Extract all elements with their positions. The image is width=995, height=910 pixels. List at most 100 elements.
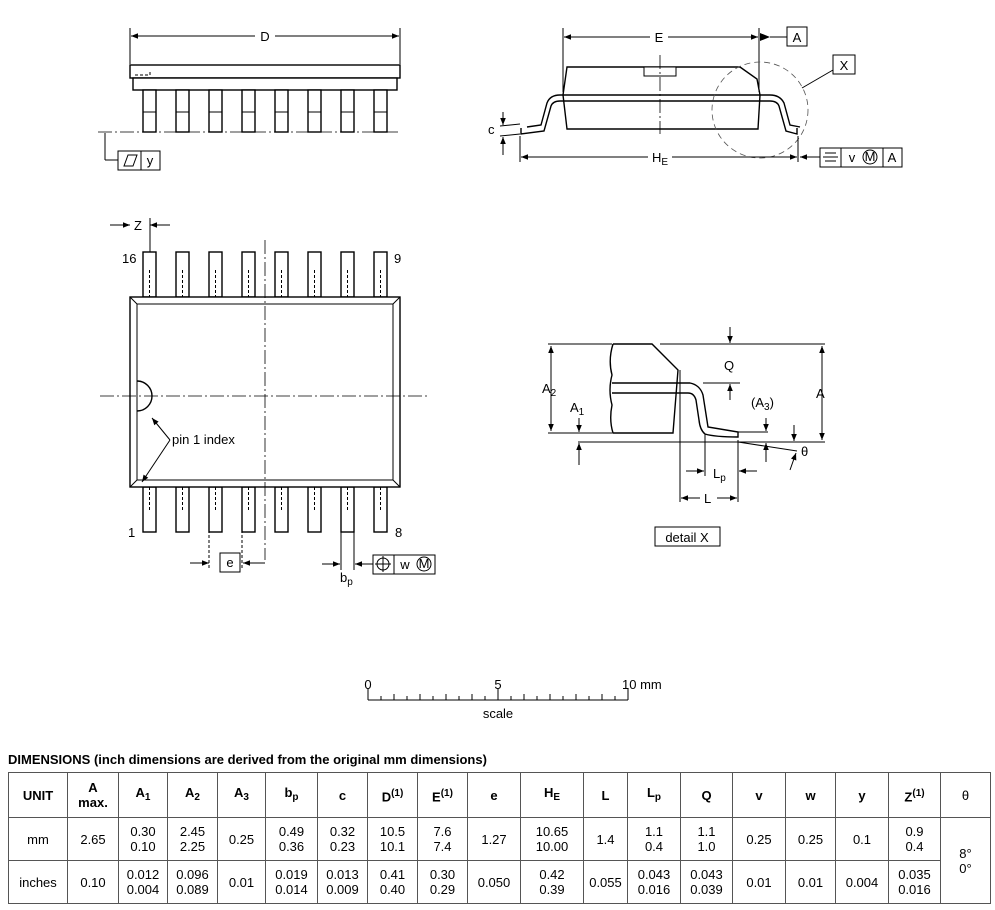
svg-text:9: 9 (394, 251, 401, 266)
svg-text:8: 8 (395, 525, 402, 540)
svg-text:v: v (849, 150, 856, 165)
value-cell: 1.4 (583, 817, 628, 861)
column-header: A3 (217, 772, 266, 818)
value-cell: 0.01 (217, 860, 266, 904)
flatness-icon (123, 154, 138, 167)
svg-text:Lp: Lp (713, 466, 726, 484)
side-lead (241, 89, 256, 133)
theta-cell: 8°0° (940, 817, 991, 904)
flatness-tolerance-frame: y (117, 150, 161, 171)
value-cell: 0.004 (835, 860, 889, 904)
value-cell: 0.050 (467, 860, 521, 904)
column-header: w (785, 772, 836, 818)
datum-A-label: A (793, 30, 802, 45)
dim-bp-label: bp (340, 570, 353, 588)
column-header: L (583, 772, 628, 818)
column-header: D(1) (367, 772, 418, 818)
side-lead (175, 89, 190, 133)
unit-cell: inches (8, 860, 68, 904)
svg-text:16: 16 (122, 251, 136, 266)
svg-text:(A3): (A3) (751, 395, 774, 413)
svg-text:5: 5 (494, 677, 501, 692)
side-lead (142, 89, 157, 133)
column-header: A2 (167, 772, 218, 818)
svg-text:A2: A2 (542, 381, 557, 399)
value-cell: 1.27 (467, 817, 521, 861)
end-view: E A X HE v M A c (488, 26, 903, 168)
value-cell: 0.01 (732, 860, 786, 904)
side-lead (340, 89, 355, 133)
symmetry-tolerance-frame: v M A (819, 147, 903, 168)
svg-text:θ: θ (801, 444, 808, 459)
side-lead (208, 89, 223, 133)
unit-cell: mm (8, 817, 68, 861)
column-header: UNIT (8, 772, 68, 818)
scale-bar: 0 5 10 mm scale (364, 677, 661, 721)
svg-text:Q: Q (724, 358, 734, 373)
svg-text:L: L (704, 491, 711, 506)
value-cell: 0.01 (785, 860, 836, 904)
dim-e-label: e (226, 555, 233, 570)
detail-X-ref: X (840, 58, 849, 73)
svg-text:10 mm: 10 mm (622, 677, 662, 692)
dim-E-label: E (655, 30, 664, 45)
pin1-index-label: pin 1 index (172, 432, 235, 447)
dim-HE-label: HE (652, 150, 668, 168)
column-header: E(1) (417, 772, 468, 818)
dim-c-label: c (488, 122, 495, 137)
top-view: pin 1 index 16 9 1 8 Z e bp w M (100, 218, 436, 588)
column-header: e (467, 772, 521, 818)
column-header: A1 (118, 772, 168, 818)
column-header: c (317, 772, 368, 818)
value-cell: 2.65 (67, 817, 119, 861)
detail-x-caption: detail X (665, 530, 709, 545)
svg-text:y: y (147, 153, 154, 168)
side-lead (307, 89, 322, 133)
svg-text:M: M (865, 149, 876, 164)
value-cell: 0.25 (785, 817, 836, 861)
side-lead (274, 89, 289, 133)
side-lead (373, 89, 388, 133)
column-header: Q (680, 772, 733, 818)
dim-D-label: D (260, 29, 269, 44)
svg-text:A: A (888, 150, 897, 165)
value-cell: 0.25 (217, 817, 266, 861)
svg-text:M: M (419, 556, 430, 571)
svg-text:scale: scale (483, 706, 513, 721)
value-cell: 0.25 (732, 817, 786, 861)
svg-text:1: 1 (128, 525, 135, 540)
column-header: θ (940, 772, 991, 818)
value-cell: 0.1 (835, 817, 889, 861)
package-outline-drawing: D y E A X (98, 26, 903, 721)
svg-text:w: w (399, 557, 410, 572)
svg-text:A1: A1 (570, 400, 585, 418)
column-header: bp (265, 772, 318, 818)
svg-text:0: 0 (364, 677, 371, 692)
column-header: y (835, 772, 889, 818)
column-header: v (732, 772, 786, 818)
